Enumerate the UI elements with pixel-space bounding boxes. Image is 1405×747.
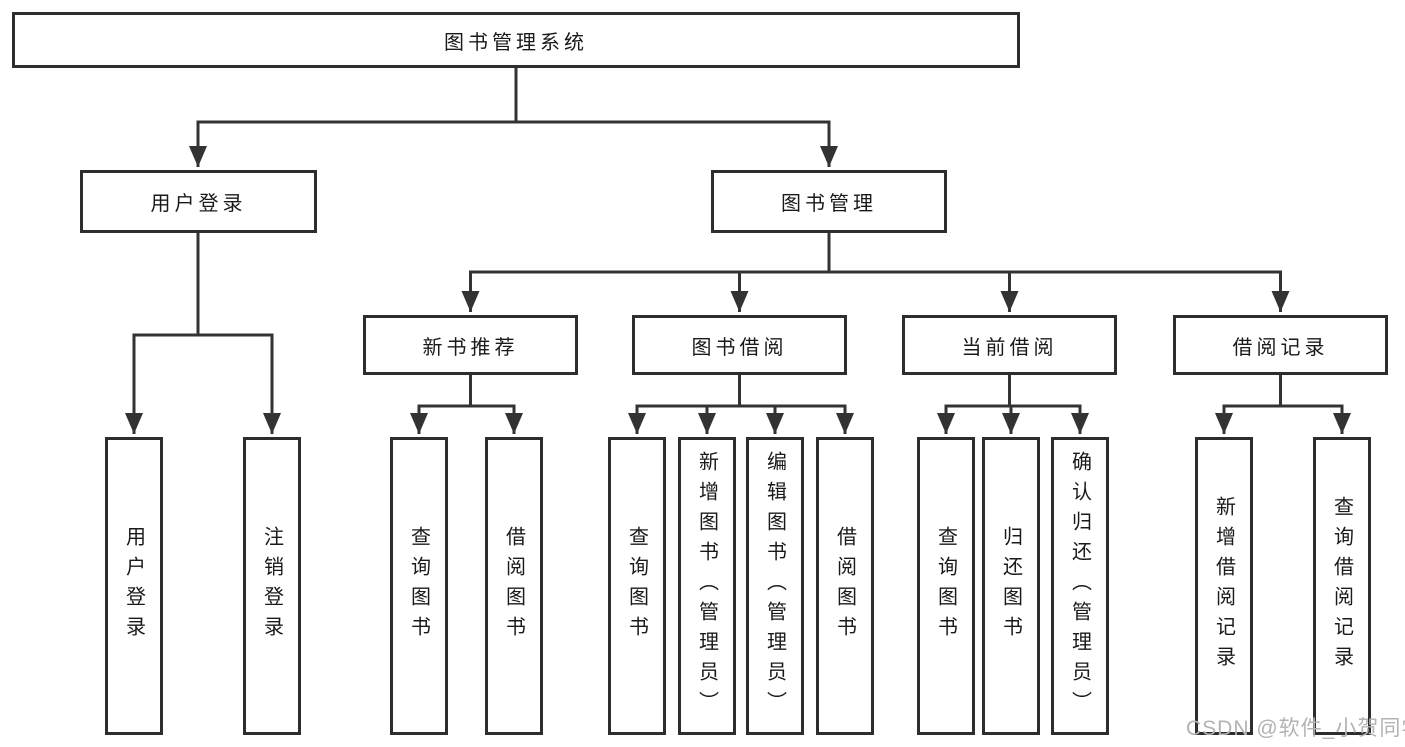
leaf-records-add-record: 新增借阅记录 [1195,437,1253,735]
node-book-management: 图书管理 [711,170,947,233]
leaf-borrowing-edit-book-admin: 编辑图书（管理员） [746,437,804,735]
leaf-borrowing-query-book: 查询图书 [608,437,666,735]
watermark: CSDN @软件_小贺同学 [1186,717,1405,740]
leaf-recommend-query-book: 查询图书 [390,437,448,735]
connector-new-book-recommend [410,375,523,434]
connector-borrowing-records [1215,375,1351,434]
connector-book-borrowing [628,375,854,434]
node-new-book-recommend: 新书推荐 [363,315,578,375]
leaf-current-return-book: 归还图书 [982,437,1040,735]
connector-user-login [125,233,281,434]
leaf-borrowing-add-book-admin: 新增图书（管理员） [678,437,736,735]
node-book-borrowing: 图书借阅 [632,315,847,375]
node-borrowing-records: 借阅记录 [1173,315,1388,375]
node-library-system: 图书管理系统 [12,12,1020,68]
leaf-user-login: 用户登录 [105,437,163,735]
leaf-logout: 注销登录 [243,437,301,735]
leaf-records-query-record: 查询借阅记录 [1313,437,1371,735]
connector-book-management [461,233,1290,312]
node-current-borrowing: 当前借阅 [902,315,1117,375]
leaf-borrowing-borrow-book: 借阅图书 [816,437,874,735]
node-user-login: 用户登录 [80,170,317,233]
leaf-recommend-borrow-book: 借阅图书 [485,437,543,735]
leaf-current-query-book: 查询图书 [917,437,975,735]
leaf-current-confirm-return-admin: 确认归还（管理员） [1051,437,1109,735]
connector-root [189,66,838,167]
connector-current-borrowing [937,375,1089,434]
